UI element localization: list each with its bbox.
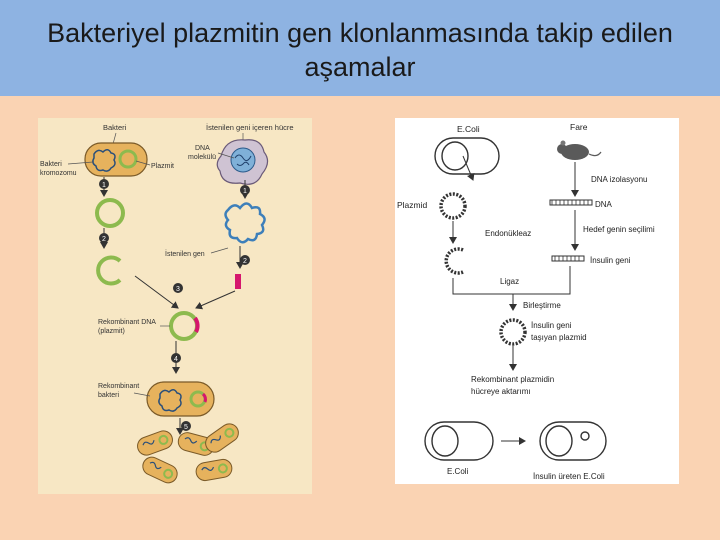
label-ligase: Ligaz — [500, 277, 519, 286]
title-bar: Bakteriyel plazmitin gen klonlanmasında … — [0, 0, 720, 96]
insulin-gene-strand — [551, 255, 585, 262]
step-number: 4 — [174, 356, 178, 363]
dividing-bacterium — [195, 458, 233, 482]
label-ecoli-bottom: E.Coli — [447, 467, 469, 476]
label-mouse: Fare — [570, 122, 588, 132]
right-cloning-diagram: E.Coli Fare DNA izolasyonu DNA Plazmid E… — [395, 118, 679, 484]
dividing-bacterium — [137, 430, 173, 456]
ecoli-chromosome — [441, 141, 469, 171]
cut-plasmid — [444, 247, 464, 275]
label-transfer-1: Rekombinant plazmidin — [471, 375, 554, 384]
label-recombinant-dna-2: (plazmit) — [98, 328, 125, 335]
label-target-cell: İstenilen geni içeren hücre — [206, 123, 294, 132]
bacterial-chromosome — [92, 149, 116, 172]
leader-line — [67, 161, 94, 165]
label-dna: DNA — [595, 200, 613, 209]
step-number: 2 — [243, 258, 247, 265]
arrow-icon — [134, 275, 179, 309]
recombinant-plasmid — [169, 311, 199, 341]
step-badge — [99, 233, 109, 243]
step-number: 3 — [176, 286, 180, 293]
label-insulin-plasmid-2: taşıyan plazmid — [531, 333, 587, 342]
gene-fragment — [235, 274, 241, 289]
dividing-bacterium — [177, 432, 215, 456]
leader-line — [112, 132, 117, 145]
bacterium-cell — [84, 142, 148, 177]
leader-line — [217, 152, 235, 159]
arrow-icon — [462, 155, 475, 181]
label-insulin-ecoli: İnsulin üreten E.Coli — [533, 472, 605, 481]
step-number: 1 — [102, 182, 106, 189]
step-badge — [171, 353, 181, 363]
step-badge — [173, 283, 183, 293]
leader-line — [135, 160, 151, 166]
label-insulin-plasmid-1: İnsulin geni — [531, 321, 572, 330]
step-number: 1 — [243, 188, 247, 195]
page-title-line-1: Bakteriyel plazmitin gen klonlanmasında … — [47, 18, 673, 48]
dividing-bacterium — [205, 423, 239, 453]
plasmid-ring — [439, 192, 467, 220]
step-badge — [99, 179, 109, 189]
left-diagram-svg: Bakteri Bakteri kromozomu Plazmit 1 2 İs… — [40, 123, 294, 484]
leader-line — [210, 247, 229, 254]
label-transfer-2: hücreye aktarımı — [471, 387, 531, 396]
right-diagram-svg: E.Coli Fare DNA izolasyonu DNA Plazmid E… — [397, 122, 655, 481]
label-insulin-gene: İnsulin geni — [590, 256, 631, 265]
label-dna-2: molekülü — [188, 154, 216, 161]
label-chromosome-1: Bakteri — [40, 161, 62, 168]
label-recombinant-bacteria-1: Rekombinant — [98, 383, 139, 390]
label-dna-1: DNA — [195, 145, 210, 152]
leader-line — [133, 392, 151, 397]
label-joining: Birleştirme — [523, 301, 561, 310]
bacteria-colony — [137, 423, 239, 484]
label-gene-selection: Hedef genin seçilimi — [583, 225, 655, 234]
label-dna-isolation: DNA izolasyonu — [591, 175, 647, 184]
label-plasmid: Plazmit — [151, 163, 174, 170]
recombinant-plasmid — [499, 318, 527, 346]
label-bacterium: Bakteri — [103, 123, 127, 132]
joining-connector — [452, 266, 571, 295]
inserted-gene — [201, 392, 207, 403]
step-badge — [181, 421, 191, 431]
page-title-line-2: aşamalar — [304, 52, 416, 82]
label-ecoli-top: E.Coli — [457, 124, 480, 134]
label-recombinant-bacteria-2: bakteri — [98, 392, 119, 399]
bacterial-chromosome — [158, 389, 182, 412]
gene-rungs — [554, 256, 580, 261]
dividing-bacterium — [142, 456, 178, 484]
step-number: 5 — [184, 424, 188, 431]
cut-plasmid — [96, 255, 122, 286]
ecoli-cell-top — [434, 137, 500, 175]
insulin-ecoli-cell — [539, 421, 607, 461]
label-recombinant-dna-1: Rekombinant DNA — [98, 319, 156, 326]
isolated-dna — [224, 202, 266, 244]
ecoli-chromosome — [431, 425, 459, 457]
step-badge — [240, 185, 250, 195]
ecoli-chromosome — [545, 425, 573, 457]
ecoli-cell-bottom — [424, 421, 494, 461]
nuclear-dna — [234, 154, 252, 166]
arrow-icon — [195, 290, 236, 310]
inserted-gene — [193, 316, 200, 333]
isolated-plasmid — [95, 198, 125, 228]
step-badge — [240, 255, 250, 265]
plasmid-ring — [580, 431, 590, 441]
mouse-icon — [557, 140, 602, 160]
label-endonuclease: Endonükleaz — [485, 229, 531, 238]
label-wanted-gene: İstenilen gen — [165, 249, 205, 258]
label-chromosome-2: kromozomu — [40, 170, 77, 177]
step-number: 2 — [102, 236, 106, 243]
dna-rungs — [551, 200, 589, 205]
plasmid-ring — [118, 149, 138, 169]
dna-strand — [549, 199, 593, 206]
label-plasmid: Plazmid — [397, 200, 428, 210]
left-cloning-diagram: Bakteri Bakteri kromozomu Plazmit 1 2 İs… — [38, 118, 312, 494]
cell-nucleus — [230, 147, 256, 173]
